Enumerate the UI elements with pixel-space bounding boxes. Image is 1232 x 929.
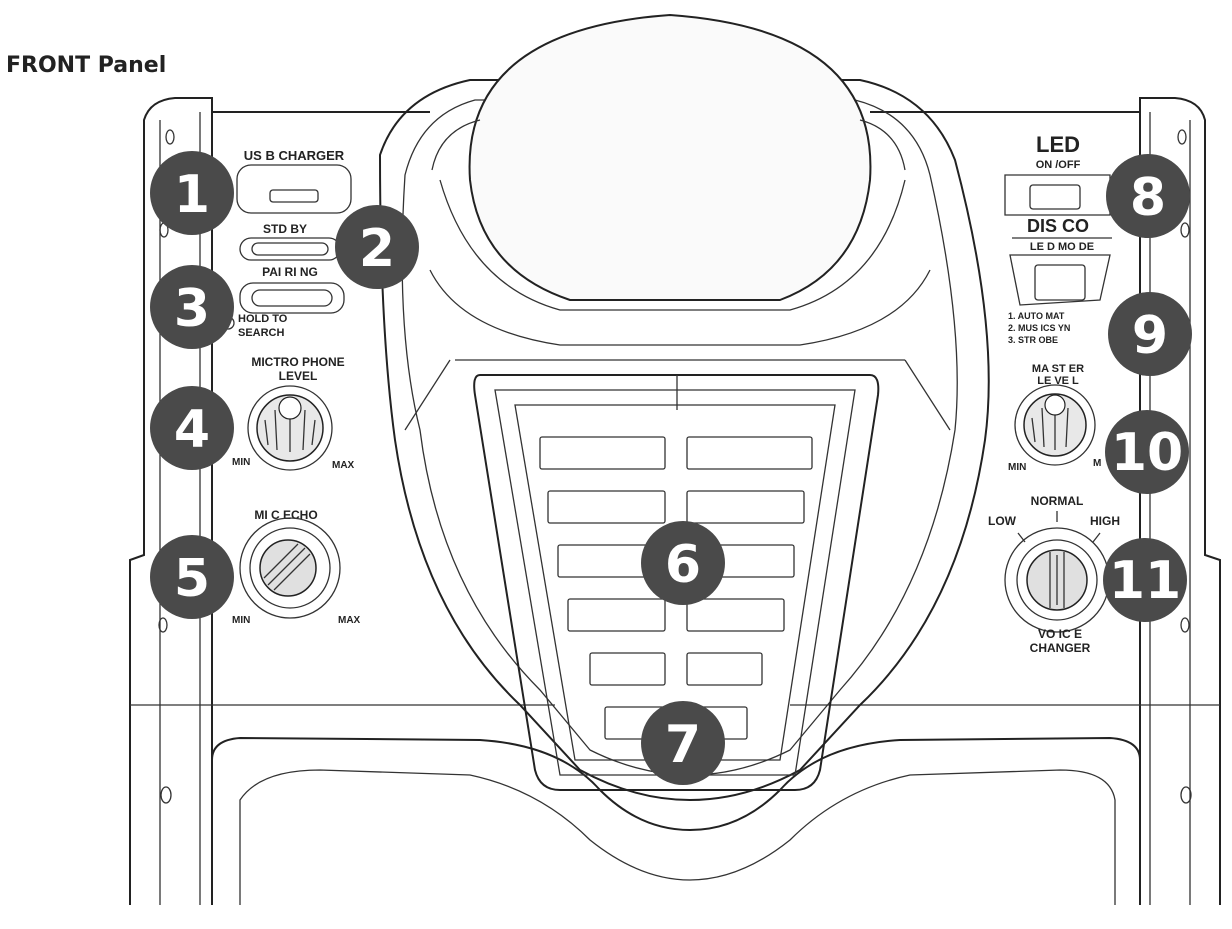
led-mode-option-1: 1. AUTO MAT xyxy=(1008,311,1065,321)
voice-changer-label-line2: CHANGER xyxy=(1030,641,1091,655)
svg-text:6: 6 xyxy=(665,535,701,595)
pairing-button[interactable] xyxy=(239,282,345,314)
grille-slots xyxy=(539,436,813,740)
search-label: SEARCH xyxy=(238,327,285,339)
disco-dome-housing xyxy=(378,79,990,801)
mic-level-min-label: MIN xyxy=(232,457,250,468)
standby-label: STD BY xyxy=(263,222,307,236)
svg-text:11: 11 xyxy=(1109,551,1181,611)
callout-8: 8 xyxy=(1106,154,1190,238)
mic-level-label-line1: MICTRO PHONE xyxy=(251,355,344,369)
disco-ball xyxy=(431,13,906,311)
mic-echo-knob[interactable] xyxy=(239,517,341,619)
pairing-label: PAI RI NG xyxy=(262,265,318,279)
svg-text:9: 9 xyxy=(1132,306,1168,366)
led-mode-label: LE D MO DE xyxy=(1030,241,1094,253)
mic-echo-max-label: MAX xyxy=(338,615,361,626)
svg-text:2: 2 xyxy=(359,219,395,279)
master-level-label-line1: MA ST ER xyxy=(1032,363,1084,375)
mic-level-max-label: MAX xyxy=(332,460,355,471)
callout-6: 6 xyxy=(641,521,725,605)
disco-label: DIS CO xyxy=(1027,216,1089,236)
led-on-off-switch[interactable] xyxy=(1004,174,1111,216)
callout-11: 11 xyxy=(1103,538,1187,622)
mic-level-label-line2: LEVEL xyxy=(279,369,318,383)
led-mode-switch[interactable] xyxy=(1009,254,1111,306)
callout-2: 2 xyxy=(335,205,419,289)
master-level-max-label: M xyxy=(1093,458,1101,469)
callout-5: 5 xyxy=(150,535,234,619)
voice-changer-knob[interactable] xyxy=(1004,511,1110,633)
mic-echo-label: MI C ECHO xyxy=(254,508,317,522)
mic-level-knob[interactable] xyxy=(247,385,333,471)
master-level-knob[interactable] xyxy=(1014,384,1096,466)
callout-7: 7 xyxy=(641,701,725,785)
callout-4: 4 xyxy=(150,386,234,470)
voice-high-label: HIGH xyxy=(1090,514,1120,528)
callout-9: 9 xyxy=(1108,292,1192,376)
hold-to-label: HOLD TO xyxy=(238,313,288,325)
svg-text:8: 8 xyxy=(1130,168,1166,228)
standby-button[interactable] xyxy=(239,237,341,261)
svg-text:10: 10 xyxy=(1111,423,1183,483)
svg-text:4: 4 xyxy=(174,400,210,460)
voice-normal-label: NORMAL xyxy=(1031,494,1084,508)
svg-text:7: 7 xyxy=(665,715,701,775)
led-mode-option-3: 3. STR OBE xyxy=(1008,335,1058,345)
callout-10: 10 xyxy=(1105,410,1189,494)
voice-changer-label-line1: VO IC E xyxy=(1038,627,1082,641)
mic-echo-min-label: MIN xyxy=(232,615,250,626)
led-mode-option-2: 2. MUS ICS YN xyxy=(1008,323,1070,333)
speaker-grille xyxy=(473,374,880,791)
usb-charger-label: US B CHARGER xyxy=(244,148,345,163)
master-level-min-label: MIN xyxy=(1008,462,1026,473)
voice-low-label: LOW xyxy=(988,514,1017,528)
callout-3: 3 xyxy=(150,265,234,349)
callout-1: 1 xyxy=(150,151,234,235)
cabinet-outline xyxy=(129,97,1221,905)
svg-text:1: 1 xyxy=(174,165,210,225)
svg-text:3: 3 xyxy=(174,279,210,339)
panel-title: FRONT Panel xyxy=(6,53,166,78)
master-level-label-line2: LE VE L xyxy=(1037,375,1079,387)
usb-charger-port[interactable] xyxy=(236,164,352,214)
led-on-off-label: ON /OFF xyxy=(1036,159,1081,171)
led-label: LED xyxy=(1036,132,1080,157)
svg-text:5: 5 xyxy=(174,549,210,609)
